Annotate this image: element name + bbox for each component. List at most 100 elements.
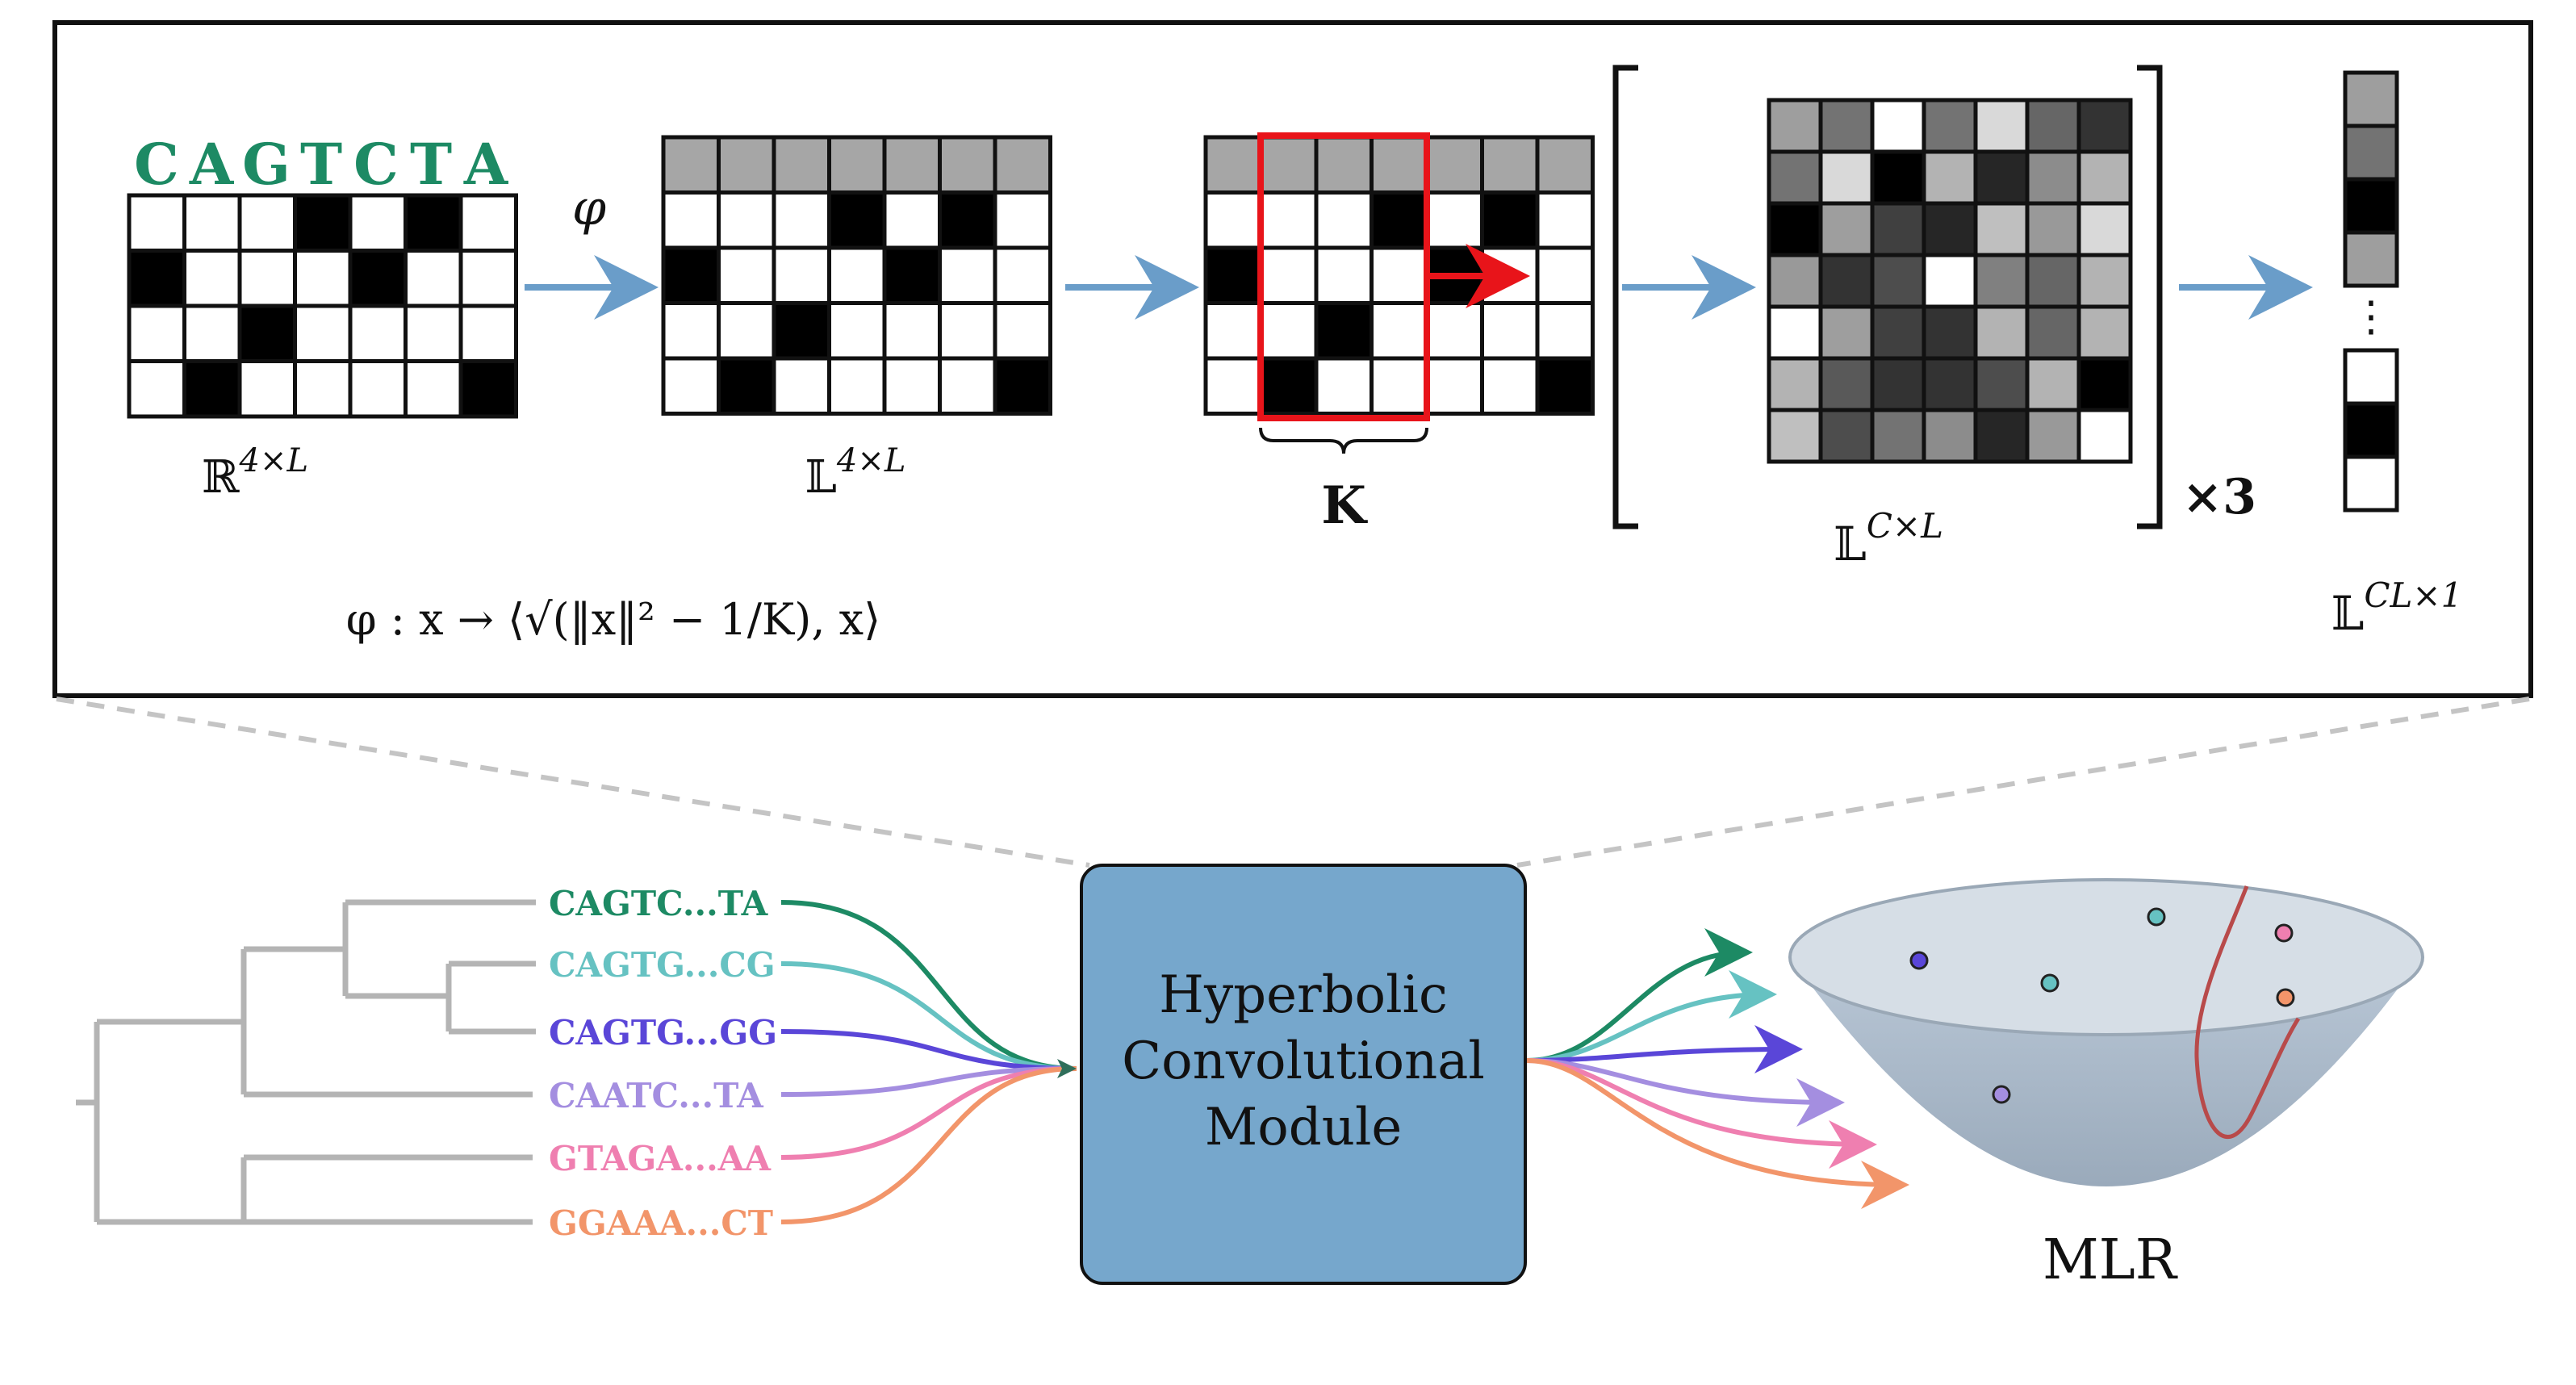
grid-cell [1973,253,2030,309]
vector-ellipsis: ⋮ [2350,293,2392,341]
sequence-label: GGAAA...CT [549,1203,773,1243]
mlr-point [2147,907,2166,927]
lifted-grid [661,135,1052,416]
phi-symbol: φ [572,180,606,236]
grid4-label: 𝕃C×L [1834,506,1943,571]
kernel-brace [1259,427,1428,454]
input-curves [780,900,1077,1224]
kernel-label: K [1321,475,1368,536]
vector-cell [2343,401,2399,459]
grid-cell [1922,356,1978,412]
grid-cell [772,245,831,305]
grid-cell [1767,304,1823,361]
grid-cell [1370,245,1429,305]
grid-cell [1259,190,1319,250]
grid-cell [772,301,831,361]
grid-cell [661,245,721,305]
grid1-label: ℝ4×L [202,442,308,504]
right-bracket [2137,65,2163,529]
grid-cell [293,303,353,363]
grid-cell [1818,149,1875,206]
grid-cell [1259,245,1319,305]
grid-cell [1767,356,1823,412]
grid-cell [1424,135,1484,195]
grid-cell [1370,190,1429,250]
repeat-label: ×3 [2182,469,2256,525]
grid-cell [1203,135,1263,195]
grid-cell [882,190,942,250]
sequence-letter: G [242,131,291,198]
grid-cell [661,190,721,250]
grid-cell [1818,98,1875,154]
grid-cell [938,135,997,195]
output-curve [1526,928,1753,1063]
grid-cell [938,301,997,361]
grid-cell [1973,408,2030,464]
grid-cell [293,193,353,253]
grid-cell [293,359,353,419]
grid-cell [1870,253,1926,309]
grid-cell [827,190,887,250]
grid-cell [1767,408,1823,464]
module-line-3: Module [1205,1098,1403,1157]
input-arrowhead [1057,1059,1077,1078]
grid-cell [404,249,463,308]
mlr-label: MLR [2043,1228,2178,1292]
grid-cell [1870,408,1926,464]
grid-cell [182,303,242,363]
output-curve [1526,1058,1909,1209]
mlr-point [2274,923,2294,943]
grid-cell [1818,304,1875,361]
grid-cell [458,359,518,419]
vector-cell [2343,123,2399,182]
sequence-letter: T [410,131,452,198]
sequence-label: GTAGA...AA [549,1139,772,1178]
phi-formula: φ : x → ⟨√(‖x‖² − 1/K), x⟩ [346,594,880,645]
grid-cell [1203,245,1263,305]
left-bracket [1612,65,1638,529]
grid-cell [237,193,297,253]
grid-cell [1480,190,1540,250]
grid-cell [882,356,942,416]
grid2-label: 𝕃4×L [805,442,906,504]
sequence-labels: CAGTC...TACAGTG...CGCAGTG...GGCAATC...TA… [549,884,777,1243]
input-curve [780,1066,1077,1224]
grid-cell [348,193,408,253]
grid-cell [2076,149,2133,206]
mlr-point [2276,988,2295,1007]
grid-cell [2025,408,2081,464]
grid-cell [1973,356,2030,412]
grid-cell [938,190,997,250]
grid-cell [1370,301,1429,361]
sequence-label: CAGTC...TA [549,884,769,923]
vector-cell [2343,177,2399,235]
grid-cell [127,249,186,308]
grid-cell [127,359,186,419]
sequence-label: CAGTG...CG [549,945,776,985]
grid-cell [458,193,518,253]
hyperbolic-conv-module [1080,864,1527,1285]
grid-cell [993,356,1052,416]
grid-cell [1973,98,2030,154]
grid-cell [1259,356,1319,416]
grid-cell [2076,356,2133,412]
grid-cell [1314,135,1374,195]
zoom-line-right [1516,697,2530,868]
grid-cell [993,190,1052,250]
grid-cell [717,190,776,250]
grid-cell [2076,98,2133,154]
grid-cell [1203,356,1263,416]
grid-cell [1767,98,1823,154]
grid-cell [1922,201,1978,257]
grid-cell [1973,304,2030,361]
input-curve [780,1029,1077,1071]
grid-cell [182,249,242,308]
grid-cell [1370,356,1429,416]
grid-cell [1424,356,1484,416]
grid-cell [2025,201,2081,257]
grid-cell [348,359,408,419]
grid-cell [1535,356,1595,416]
decision-boundary [2194,885,2301,1139]
grid-cell [1870,98,1926,154]
